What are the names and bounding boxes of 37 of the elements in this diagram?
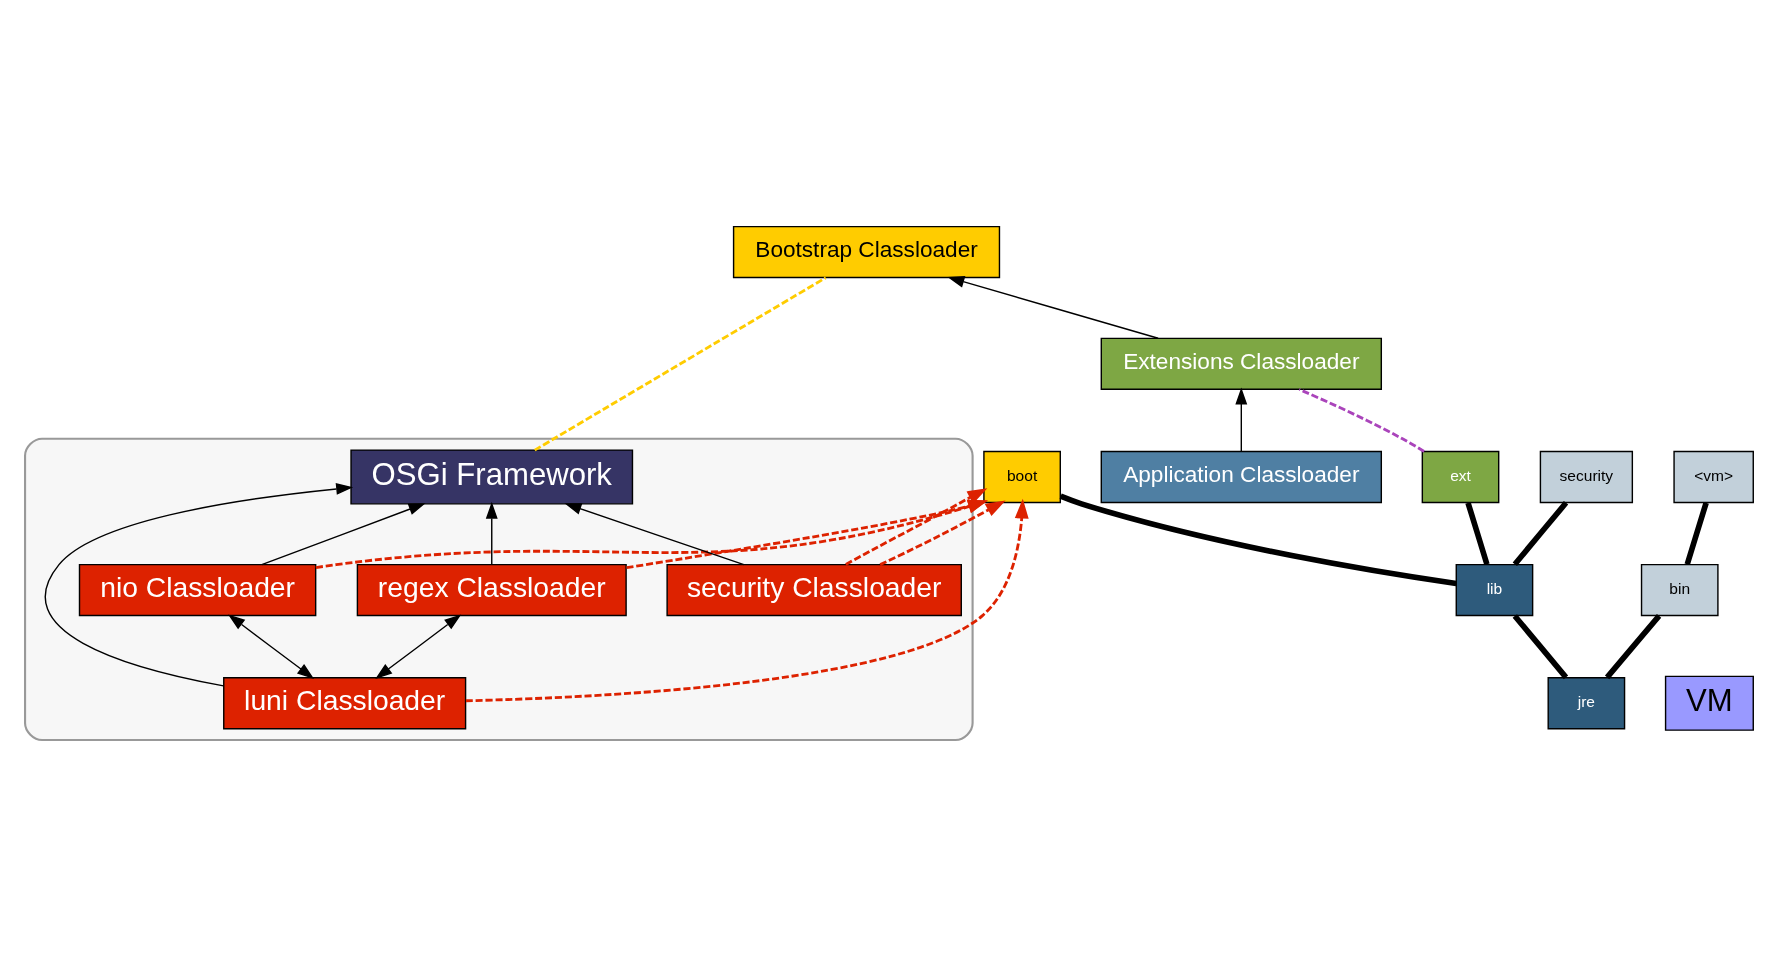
arrow xyxy=(947,275,1159,339)
arrow xyxy=(879,500,1006,566)
node-box: <vm> xyxy=(1673,450,1754,503)
connector xyxy=(1465,501,1490,565)
arrow xyxy=(261,502,426,565)
connector xyxy=(1512,613,1569,679)
node-box: jre xyxy=(1547,676,1626,729)
node-box: regex Classloader xyxy=(356,563,627,616)
arrow xyxy=(228,613,315,679)
node-box: lib xyxy=(1455,563,1534,616)
arrow xyxy=(465,498,1029,702)
arrow xyxy=(375,613,462,679)
connector xyxy=(1512,500,1569,566)
node-box: bin xyxy=(1640,563,1719,616)
arrow xyxy=(1235,387,1248,452)
node-box: nio Classloader xyxy=(78,563,317,616)
node-box: luni Classloader xyxy=(223,676,467,729)
node-box: security Classloader xyxy=(666,563,962,616)
node-box: security xyxy=(1539,450,1634,503)
arrow xyxy=(845,487,988,566)
node-box: OSGi Framework xyxy=(350,448,634,505)
connector xyxy=(534,275,827,451)
arrow xyxy=(564,502,745,565)
node-box: Extensions Classloader xyxy=(1100,337,1383,390)
node-box: Bootstrap Classloader xyxy=(732,225,1001,278)
arrow xyxy=(485,501,498,565)
arrow xyxy=(626,499,988,569)
connector xyxy=(1059,493,1457,586)
node-box: Application Classloader xyxy=(1100,450,1383,503)
node-box: boot xyxy=(983,450,1061,503)
arrow xyxy=(44,482,354,687)
connector xyxy=(1298,387,1425,453)
arrow xyxy=(315,499,988,569)
connector xyxy=(1684,501,1709,565)
node-box: ext xyxy=(1421,450,1500,503)
node-box: VM xyxy=(1664,675,1754,731)
connector xyxy=(1604,613,1662,679)
